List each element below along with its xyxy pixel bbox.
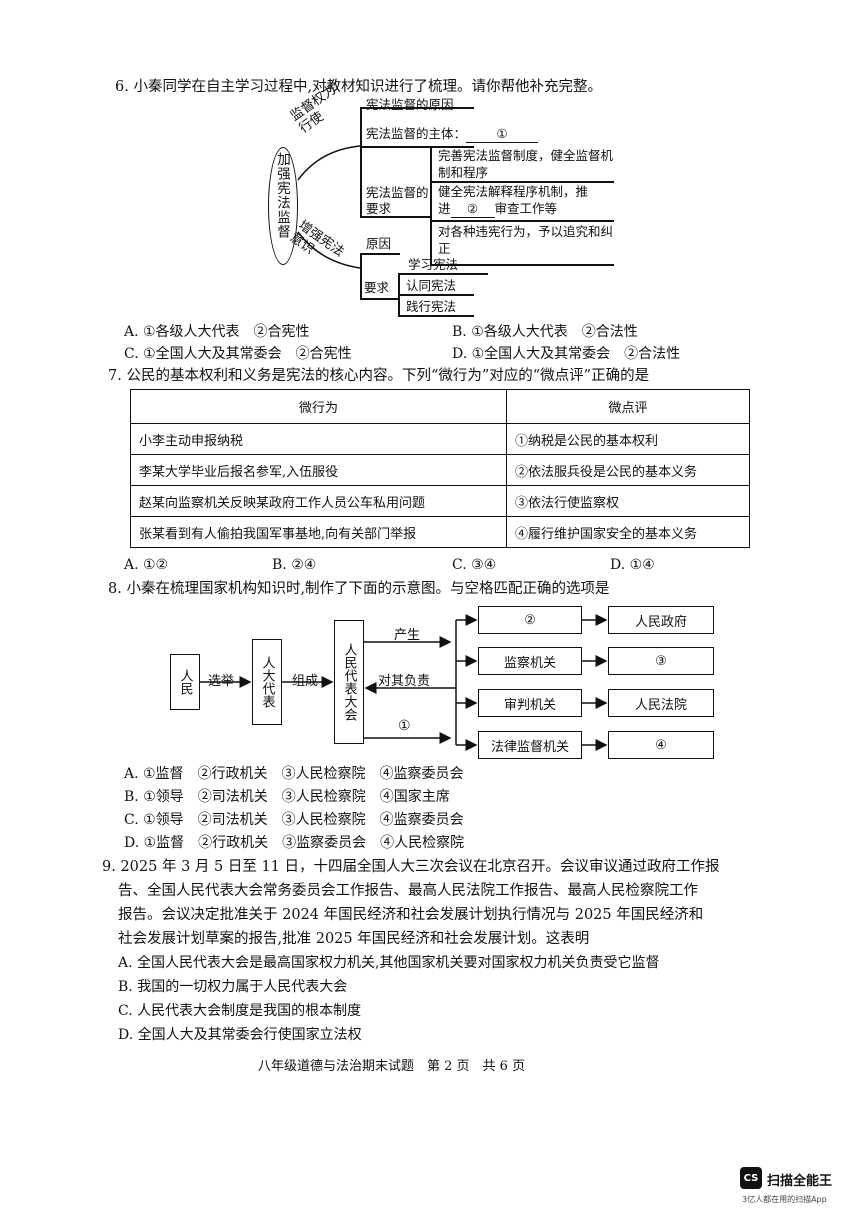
q7-stem: 7. 公民的基本权利和义务是宪法的核心内容。下列“微行为”对应的“微点评”正确的… xyxy=(108,368,650,384)
q7-option-c[interactable]: C. ③④ xyxy=(452,557,497,573)
q9-option-c[interactable]: C. 人民代表大会制度是我国的根本制度 xyxy=(118,1003,362,1019)
behavior-cell: 小李主动申报纳税 xyxy=(130,423,507,455)
right-box-blank-4: ④ xyxy=(608,731,714,759)
q9-stem-line-2: 告、全国人民代表大会常务委员会工作报告、最高人民法院工作报告、最高人民检察院工作 xyxy=(118,883,698,899)
blank-1: ① xyxy=(466,125,539,143)
subject-label: 宪法监督的主体：① xyxy=(366,125,539,143)
table-header-row: 微行为 微点评 xyxy=(130,389,750,424)
right-box-court: 人民法院 xyxy=(608,689,714,717)
q7-table: 微行为 微点评 小李主动申报纳税 ①纳税是公民的基本权利 李某大学毕业后报名参军… xyxy=(130,389,750,548)
right-box-government: 人民政府 xyxy=(608,606,714,634)
mid-box-blank-2: ② xyxy=(478,606,582,634)
deputies-box: 人大代表 xyxy=(252,639,282,725)
require-2-label: 要求 xyxy=(364,280,390,295)
responsible-label: 对其负责 xyxy=(378,674,431,689)
practice-label: 践行宪法 xyxy=(406,299,457,314)
page-footer: 八年级道德与法治期末试题 第 2 页 共 6 页 xyxy=(258,1059,526,1074)
mid-box-supervision: 监察机关 xyxy=(478,647,582,675)
comment-cell: ②依法服兵役是公民的基本义务 xyxy=(506,454,750,486)
q9-option-b[interactable]: B. 我国的一切权力属于人民代表大会 xyxy=(118,979,348,995)
form-label: 组成 xyxy=(292,674,319,689)
q6-option-c[interactable]: C. ①全国人大及其常委会 ②合宪性 xyxy=(124,346,352,362)
scanner-logo-icon: CS xyxy=(740,1167,762,1189)
q6-option-d[interactable]: D. ①全国人大及其常委会 ②合法性 xyxy=(452,346,681,362)
people-box: 人民 xyxy=(170,654,200,710)
right-box-blank-3: ③ xyxy=(608,647,714,675)
reason-2-label: 原因 xyxy=(366,236,392,251)
header-comment: 微点评 xyxy=(506,389,750,424)
q7-option-b[interactable]: B. ②④ xyxy=(272,557,317,573)
produce-label: 产生 xyxy=(394,628,421,643)
q7-option-d[interactable]: D. ①④ xyxy=(610,557,655,573)
q9-option-a[interactable]: A. 全国人民代表大会是最高国家权力机关,其他国家机关要对国家权力机关负责受它监… xyxy=(118,955,660,971)
table-row: 赵某向监察机关反映某政府工作人员公车私用问题 ③依法行使监察权 xyxy=(130,485,750,517)
learn-label: 学习宪法 xyxy=(408,257,459,272)
q8-option-b[interactable]: B. ①领导 ②司法机关 ③人民检察院 ④国家主席 xyxy=(124,789,450,805)
reason-label: 宪法监督的原因 xyxy=(366,97,454,112)
header-behavior: 微行为 xyxy=(130,389,507,424)
q9-option-d[interactable]: D. 全国人大及其常委会行使国家立法权 xyxy=(118,1027,362,1043)
q9-stem-line-3: 报告。会议决定批准关于 2024 年国民经济和社会发展计划执行情况与 2025 … xyxy=(118,907,704,923)
blank-2: ② xyxy=(450,200,495,218)
q8-option-a[interactable]: A. ①监督 ②行政机关 ③人民检察院 ④监察委员会 xyxy=(124,766,464,782)
elect-label: 选举 xyxy=(208,674,235,689)
comment-cell: ①纳税是公民的基本权利 xyxy=(506,423,750,455)
scanner-app-name: 扫描全能王 xyxy=(767,1174,833,1189)
mind-map-connectors xyxy=(297,145,361,269)
behavior-cell: 张某看到有人偷拍我国军事基地,向有关部门举报 xyxy=(130,516,507,548)
mid-box-judicial: 审判机关 xyxy=(478,689,582,717)
mid-box-legal-supervision: 法律监督机关 xyxy=(478,731,582,759)
q8-arrows xyxy=(200,614,608,751)
q6-option-a[interactable]: A. ①各级人大代表 ②合宪性 xyxy=(124,324,310,340)
q6-option-b[interactable]: B. ①各级人大代表 ②合法性 xyxy=(452,324,638,340)
center-label: 加强宪法监督 xyxy=(274,152,290,239)
q8-stem: 8. 小秦在梳理国家机构知识时,制作了下面的示意图。与空格匹配正确的选项是 xyxy=(108,581,610,597)
behavior-cell: 李某大学毕业后报名参军,入伍服役 xyxy=(130,454,507,486)
comment-cell: ④履行维护国家安全的基本义务 xyxy=(506,516,750,548)
table-row: 张某看到有人偷拍我国军事基地,向有关部门举报 ④履行维护国家安全的基本义务 xyxy=(130,516,750,548)
q7-option-a[interactable]: A. ①② xyxy=(124,557,169,573)
behavior-cell: 赵某向监察机关反映某政府工作人员公车私用问题 xyxy=(130,485,507,517)
q8-option-c[interactable]: C. ①领导 ②司法机关 ③人民检察院 ④监察委员会 xyxy=(124,812,464,828)
identify-label: 认同宪法 xyxy=(406,278,457,293)
scanner-app-slogan: 3亿人都在用的扫描App xyxy=(742,1195,827,1204)
table-row: 小李主动申报纳税 ①纳税是公民的基本权利 xyxy=(130,423,750,455)
blank-1-label: ① xyxy=(398,718,411,734)
q8-option-d[interactable]: D. ①监督 ②行政机关 ③监察委员会 ④人民检察院 xyxy=(124,835,465,851)
requirement-2a: 健全宪法解释程序机制，推 xyxy=(438,184,589,199)
q9-stem-line-1: 9. 2025 年 3 月 5 日至 11 日，十四届全国人大三次会议在北京召开… xyxy=(102,859,720,875)
requirement-label: 宪法监督的要求 xyxy=(366,185,429,216)
requirement-1: 完善宪法监督制度，健全监督机制和程序 xyxy=(438,148,614,180)
comment-cell: ③依法行使监察权 xyxy=(506,485,750,517)
congress-box: 人民代表大会 xyxy=(334,620,364,744)
q6-stem: 6. 小秦同学在自主学习过程中,对教材知识进行了梳理。请你帮他补充完整。 xyxy=(115,79,603,95)
center-oval xyxy=(268,147,298,265)
table-row: 李某大学毕业后报名参军,入伍服役 ②依法服兵役是公民的基本义务 xyxy=(130,454,750,486)
requirement-3: 对各种违宪行为，予以追究和纠正 xyxy=(438,224,614,256)
q9-stem-line-4: 社会发展计划草案的报告,批准 2025 年国民经济和社会发展计划。这表明 xyxy=(118,931,590,947)
